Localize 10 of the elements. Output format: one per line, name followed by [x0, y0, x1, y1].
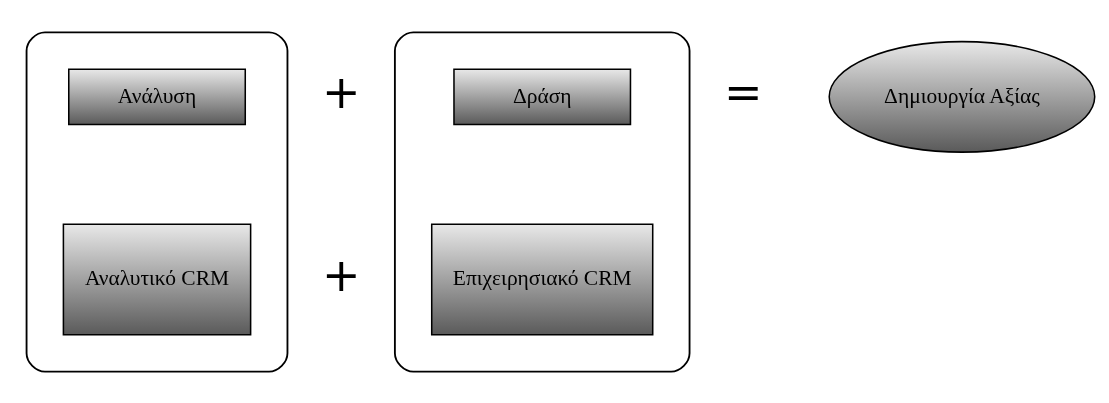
label: = [723, 64, 763, 119]
node-box: Ανάλυση [68, 68, 247, 125]
node-ellipse: Δημιουργία Αξίας [828, 40, 1096, 153]
node-box: Δράση [453, 68, 632, 125]
label: + [321, 247, 361, 302]
node-box: Επιχειρησιακό CRM [430, 223, 654, 335]
node-box: Αναλυτικό CRM [62, 223, 252, 335]
label: + [321, 64, 361, 119]
cluster [25, 31, 289, 372]
cluster [393, 31, 691, 372]
